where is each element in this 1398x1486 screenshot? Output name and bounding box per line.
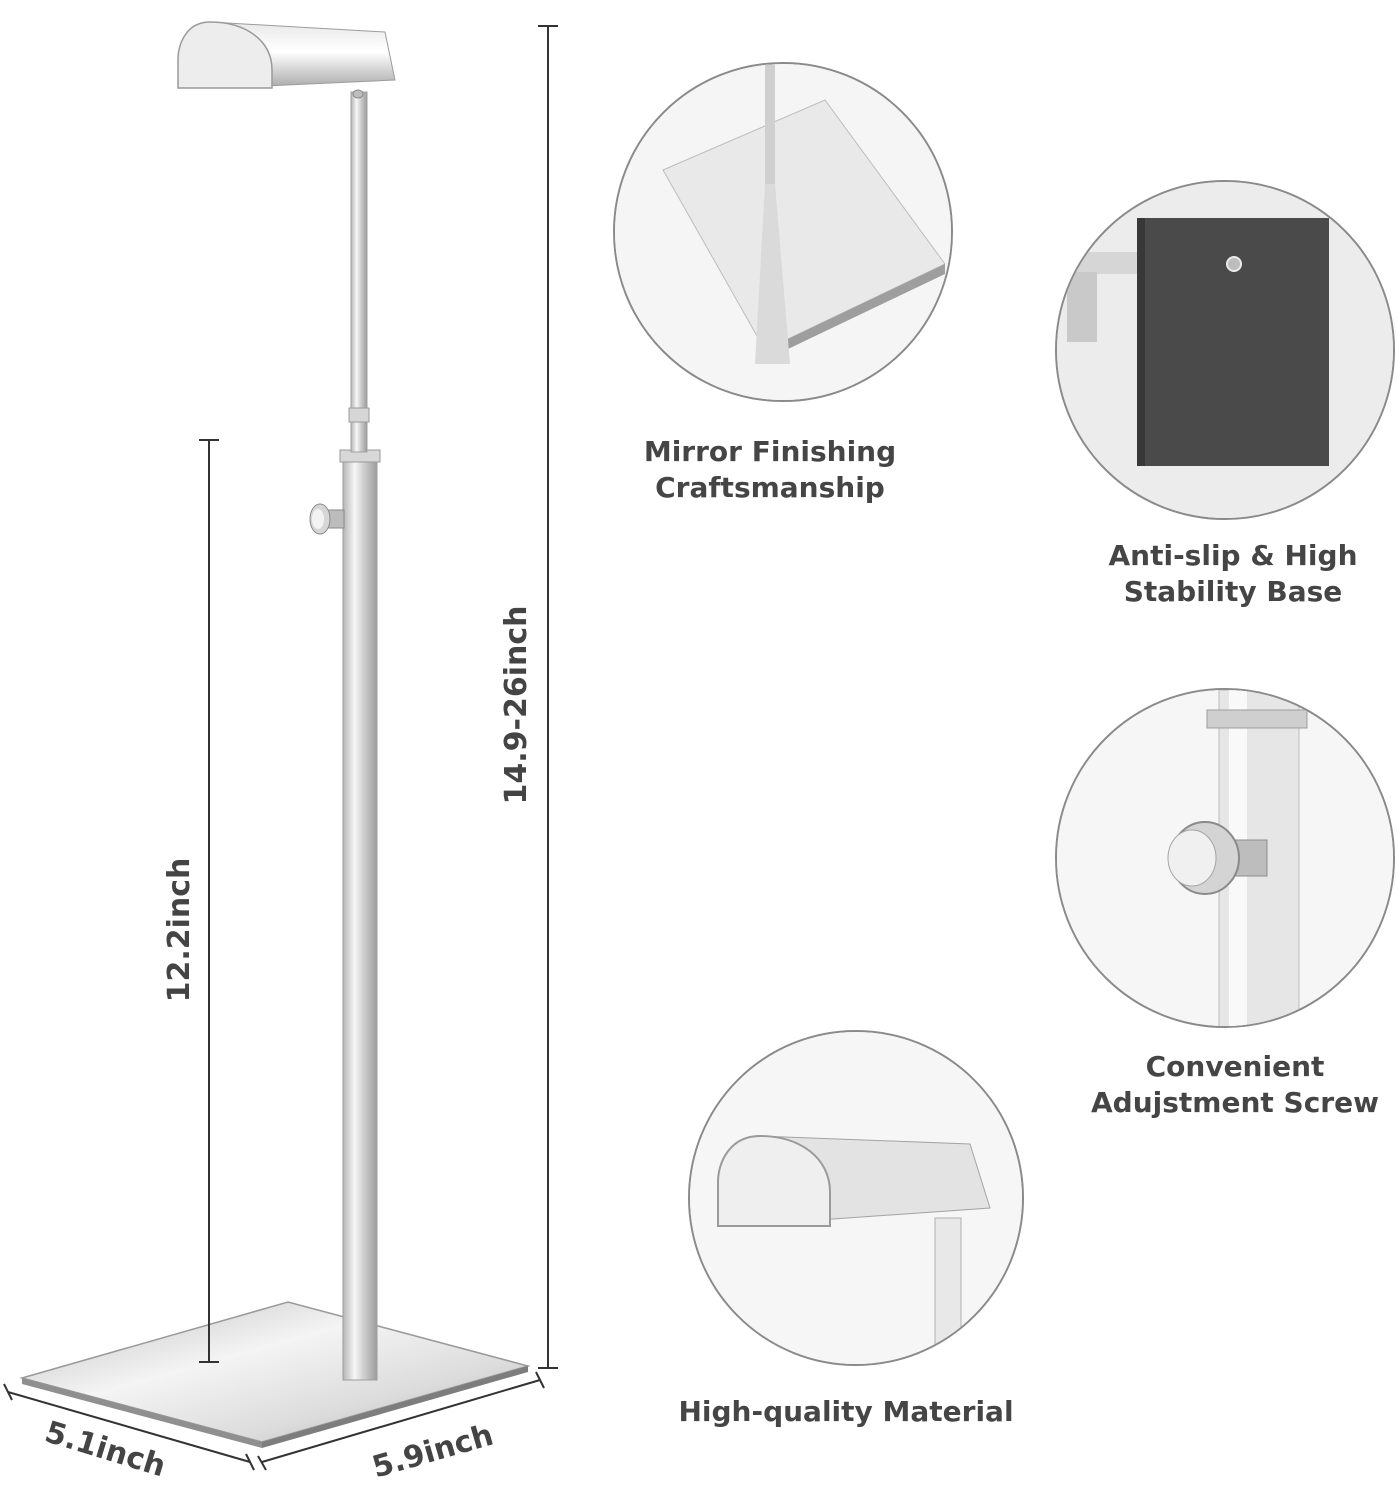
adjustment-screw-detail-icon xyxy=(1057,690,1393,1026)
feature-caption-mirror: Mirror Finishing Craftsmanship xyxy=(644,434,896,506)
caption-line: Craftsmanship xyxy=(655,471,885,504)
mirror-base-detail-icon xyxy=(615,64,951,400)
caption-line: Mirror Finishing xyxy=(643,435,897,468)
dimension-line-pole xyxy=(199,439,219,1363)
pole-height-label: 12.2inch xyxy=(162,857,197,1003)
caption-line: High-quality Material xyxy=(678,1395,1014,1428)
caption-line: Anti-slip & High xyxy=(1108,539,1358,572)
adjustment-screw-detail-circle xyxy=(1055,688,1395,1028)
top-hook-detail-icon xyxy=(690,1032,1022,1364)
dimension-line-height xyxy=(538,25,558,1369)
top-hook xyxy=(177,21,396,99)
dimension-line-depth xyxy=(3,1383,255,1471)
material-detail-circle xyxy=(688,1030,1024,1366)
full-height-label: 14.9-26inch xyxy=(499,605,534,805)
caption-line: Adujstment Screw xyxy=(1091,1086,1379,1119)
feature-caption-screw: Convenient Adujstment Screw xyxy=(1091,1049,1379,1121)
feature-caption-anti-slip: Anti-slip & High Stability Base xyxy=(1108,538,1357,610)
lower-pole xyxy=(342,449,378,1381)
display-stand-illustration xyxy=(3,21,558,1471)
anti-slip-detail-circle xyxy=(1055,180,1395,520)
mirror-finish-detail-circle xyxy=(613,62,953,402)
caption-line: Convenient xyxy=(1145,1050,1325,1083)
dimension-line-width xyxy=(257,1371,545,1471)
adjustment-knob xyxy=(309,503,345,535)
feature-caption-material: High-quality Material xyxy=(678,1394,1013,1430)
caption-line: Stability Base xyxy=(1123,575,1343,608)
anti-slip-pad-detail-icon xyxy=(1057,182,1393,518)
upper-pole xyxy=(350,91,368,453)
base-plate xyxy=(19,1301,531,1448)
